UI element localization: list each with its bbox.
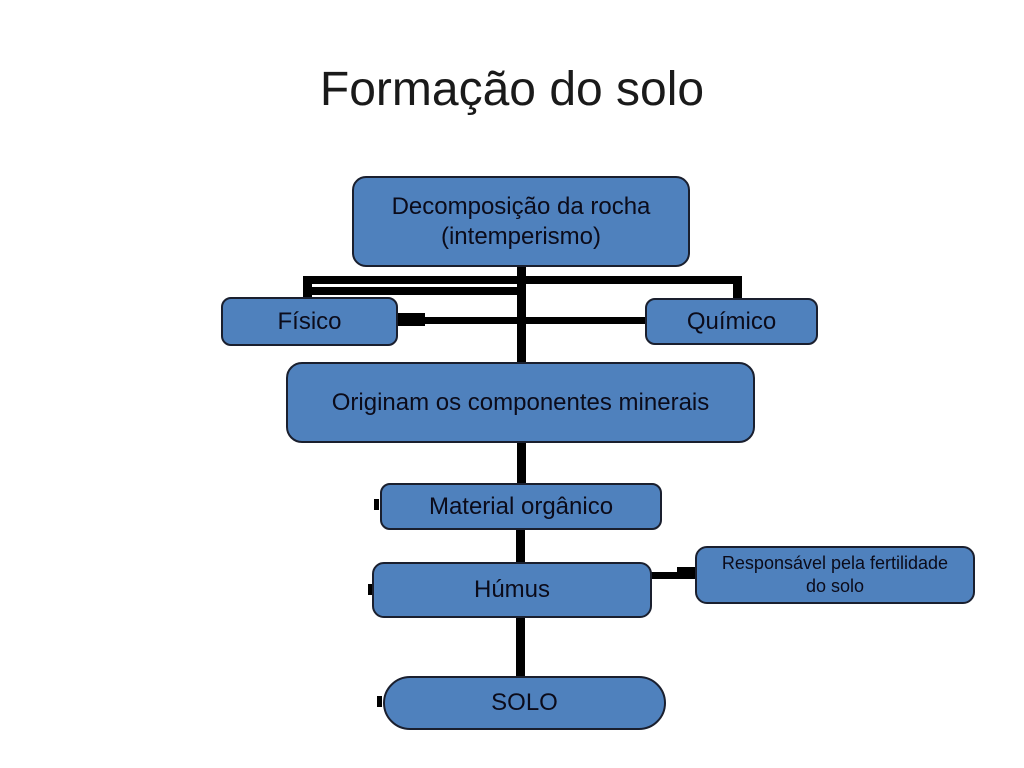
node-label: Decomposição da rocha xyxy=(391,192,651,220)
node-label: (intemperismo) xyxy=(440,222,602,250)
node-label: Químico xyxy=(686,307,777,335)
node-originam-componentes-minerais: Originam os componentes minerais xyxy=(286,362,755,443)
node-label: Húmus xyxy=(473,576,551,603)
node-label: Originam os componentes minerais xyxy=(331,388,710,416)
node-responsavel-fertilidade: Responsável pela fertilidade do solo xyxy=(695,546,975,604)
connector-branch-horizontal-lower xyxy=(310,287,525,295)
connector-humus-to-responsavel xyxy=(650,572,696,579)
node-label: Responsável pela fertilidade xyxy=(721,552,949,573)
node-fisico: Físico xyxy=(221,297,398,346)
connector-decomposicao-down xyxy=(517,262,526,367)
node-label: do solo xyxy=(805,576,865,596)
connector-drop-to-fisico xyxy=(303,276,312,302)
node-humus: Húmus xyxy=(372,562,652,618)
connector-material-to-humus xyxy=(516,527,525,567)
connector-originam-to-material xyxy=(517,440,526,488)
page-title: Formação do solo xyxy=(319,63,705,116)
connector-branch-horizontal-upper xyxy=(303,276,742,284)
connector-solo-left-stub xyxy=(377,696,382,707)
connector-fisico-stub xyxy=(398,313,425,326)
node-material-organico: Material orgânico xyxy=(380,483,662,530)
node-solo: SOLO xyxy=(383,676,666,730)
connector-humus-to-solo xyxy=(516,615,525,681)
connector-drop-to-quimico xyxy=(733,276,742,303)
node-label: SOLO xyxy=(491,689,558,716)
node-decomposicao-da-rocha: Decomposição da rocha (intemperismo) xyxy=(352,176,690,267)
node-label: Físico xyxy=(277,307,342,335)
connector-responsavel-stub xyxy=(677,567,696,579)
connector-material-left-stub xyxy=(374,499,379,510)
connector-humus-left-stub xyxy=(368,584,372,595)
connector-fisico-to-quimico xyxy=(398,317,645,324)
node-quimico: Químico xyxy=(645,298,818,345)
node-label: Material orgânico xyxy=(428,492,614,520)
